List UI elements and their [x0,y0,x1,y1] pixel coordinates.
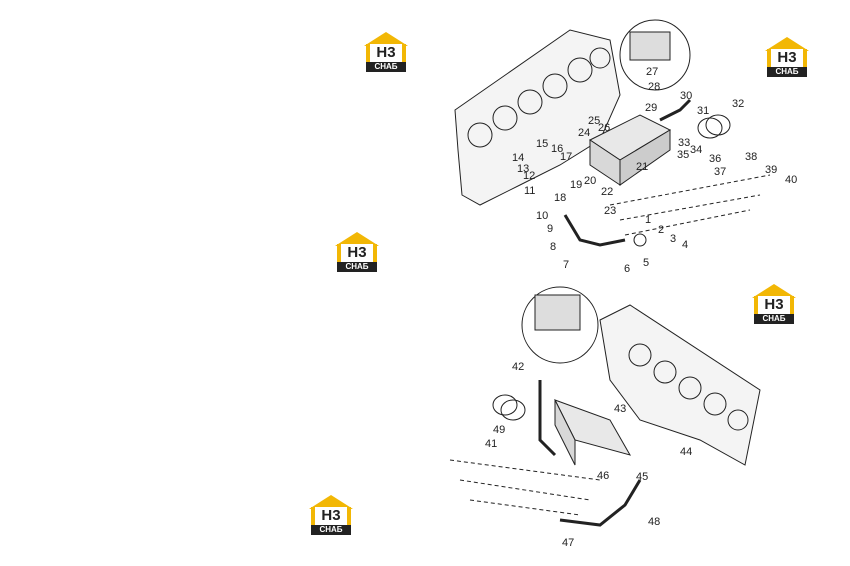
logo-roof-icon [765,37,809,51]
callout-19: 19 [570,179,582,191]
callout-29: 29 [645,102,657,114]
logo-roof-icon [364,32,408,46]
callout-14: 14 [512,152,524,164]
callout-1: 1 [645,214,651,226]
logo-caption: СНАБ [311,525,351,535]
callout-27: 27 [646,66,658,78]
callout-9: 9 [547,223,553,235]
logo-monogram: H3 [771,49,803,67]
callout-8: 8 [550,241,556,253]
callout-26: 26 [598,122,610,134]
callout-12: 12 [523,170,535,182]
callout-36: 36 [709,153,721,165]
callout-16: 16 [551,143,563,155]
callout-37: 37 [714,166,726,178]
callout-23: 23 [604,205,616,217]
callout-40: 40 [785,174,797,186]
callout-13: 13 [517,163,529,175]
logo-caption: СНАБ [337,262,377,272]
callout-15: 15 [536,138,548,150]
logo-roof-icon [309,495,353,509]
callout-41: 41 [485,438,497,450]
callout-labels-bottom: 41 42 43 44 45 46 47 48 49 [485,361,692,549]
logo-caption: СНАБ [366,62,406,72]
callout-42: 42 [512,361,524,373]
logo-monogram: H3 [315,507,347,525]
logo-monogram: H3 [341,244,373,262]
callout-34: 34 [690,144,702,156]
callout-46: 46 [597,470,609,482]
callout-39: 39 [765,164,777,176]
engine-cylinders-top [467,47,611,148]
callout-45: 45 [636,471,648,483]
engine-block-top [454,29,621,206]
callout-5: 5 [643,257,649,269]
callout-24: 24 [578,127,590,139]
logo-roof-icon [752,284,796,298]
pipe-bottom [538,380,557,457]
logo-monogram: H3 [758,296,790,314]
callout-33: 33 [678,137,690,149]
callout-11: 11 [524,185,535,197]
brand-logo: H3 СНАБ [307,495,355,537]
callout-21: 21 [636,161,648,173]
callout-48: 48 [648,516,660,528]
callout-32: 32 [732,98,744,110]
callout-25: 25 [588,115,600,127]
callout-44: 44 [680,446,692,458]
hose-bottom [492,394,518,416]
callout-43: 43 [614,403,626,415]
callout-38: 38 [745,151,757,163]
callout-3: 3 [670,233,676,245]
brand-logo: H3 СНАБ [763,37,811,79]
callout-4: 4 [682,239,688,251]
brand-logo: H3 СНАБ [750,284,798,326]
callout-18: 18 [554,192,566,204]
logo-monogram: H3 [370,44,402,62]
logo-caption: СНАБ [767,67,807,77]
callout-31: 31 [697,105,709,117]
callout-30: 30 [680,90,692,102]
brand-logo: H3 СНАБ [333,232,381,274]
logo-caption: СНАБ [754,314,794,324]
callout-47: 47 [562,537,574,549]
pipe-top [563,214,626,247]
logo-roof-icon [335,232,379,246]
callout-28: 28 [648,81,660,93]
callout-7: 7 [563,259,569,271]
callout-17: 17 [560,151,572,163]
callout-6: 6 [624,263,630,275]
callout-20: 20 [584,175,596,187]
callout-49: 49 [493,424,505,436]
callout-10: 10 [536,210,548,222]
brand-logo: H3 СНАБ [362,32,410,74]
callout-35: 35 [677,149,689,161]
callout-22: 22 [601,186,613,198]
engine-cylinders-bottom [628,343,749,431]
callout-2: 2 [658,224,664,236]
engine-block-bottom [599,304,761,466]
